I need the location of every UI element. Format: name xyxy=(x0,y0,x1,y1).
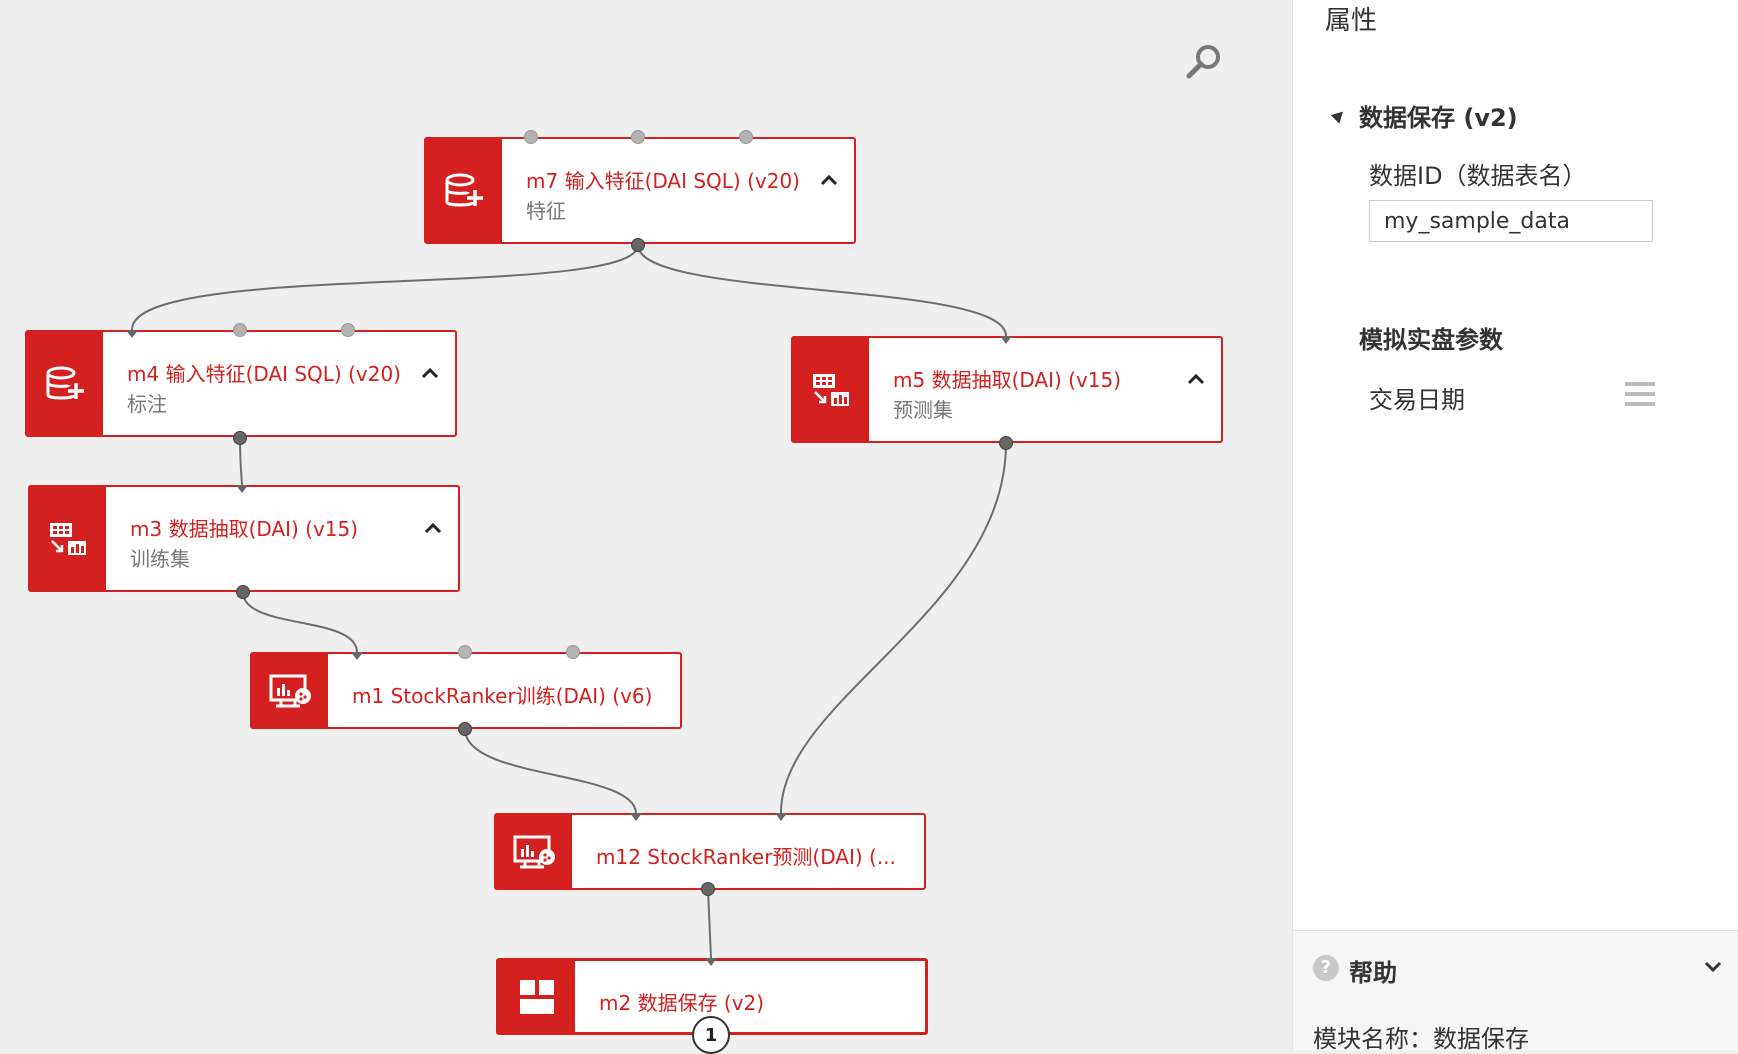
output-port[interactable] xyxy=(233,431,247,445)
edge-m4-m3 xyxy=(239,437,243,486)
edge-m5-m12 xyxy=(779,442,1007,814)
trade-date-label: 交易日期 xyxy=(1369,386,1465,414)
help-icon: ? xyxy=(1313,955,1339,981)
output-port[interactable] xyxy=(999,436,1013,450)
module-name: 模块名称：数据保存 xyxy=(1313,1025,1529,1053)
chevron-up-icon[interactable] xyxy=(422,517,444,539)
node-title: m1 StockRanker训练(DAI) (v6) xyxy=(352,684,653,708)
collapse-triangle-icon[interactable] xyxy=(1330,107,1348,124)
chevron-up-icon[interactable] xyxy=(419,362,441,384)
output-port[interactable] xyxy=(458,722,472,736)
node-title: m7 输入特征(DAI SQL) (v20) xyxy=(526,169,800,193)
workflow-canvas[interactable]: m7 输入特征(DAI SQL) (v20) 特征 m4 输入特征(DAI SQ… xyxy=(0,0,1292,1054)
input-port[interactable] xyxy=(566,645,580,659)
input-arrow xyxy=(351,652,363,660)
input-port[interactable] xyxy=(631,130,645,144)
output-port[interactable] xyxy=(701,882,715,896)
input-port[interactable] xyxy=(458,645,472,659)
node-title: m12 StockRanker预测(DAI) (... xyxy=(596,845,896,869)
chevron-down-icon[interactable] xyxy=(1703,957,1723,977)
edge-m7-m4 xyxy=(130,244,639,331)
input-arrow xyxy=(236,485,248,493)
node-title: m3 数据抽取(DAI) (v15) xyxy=(130,517,359,541)
node-subtitle: 标注 xyxy=(127,392,167,416)
node-title: m2 数据保存 (v2) xyxy=(599,991,765,1015)
node-m7[interactable]: m7 输入特征(DAI SQL) (v20) 特征 xyxy=(424,137,856,244)
input-arrow xyxy=(126,330,138,338)
node-m12[interactable]: m12 StockRanker预测(DAI) (... xyxy=(494,813,926,890)
node-m1[interactable]: m1 StockRanker训练(DAI) (v6) xyxy=(250,652,682,729)
help-title[interactable]: 帮助 xyxy=(1349,959,1397,987)
help-section: ? 帮助 模块名称：数据保存 xyxy=(1293,930,1738,1053)
node-title: m5 数据抽取(DAI) (v15) xyxy=(893,368,1122,392)
sim-params-header: 模拟实盘参数 xyxy=(1359,326,1503,354)
database-plus-icon xyxy=(426,139,502,242)
data-id-input[interactable] xyxy=(1369,200,1653,242)
edge-m12-m2 xyxy=(707,888,712,959)
node-title: m4 输入特征(DAI SQL) (v20) xyxy=(127,362,401,386)
node-m5[interactable]: m5 数据抽取(DAI) (v15) 预测集 xyxy=(791,336,1223,443)
data-extract-icon xyxy=(793,338,869,441)
input-arrow xyxy=(775,813,787,821)
model-predict-icon xyxy=(496,815,572,888)
output-port[interactable] xyxy=(236,585,250,599)
input-port[interactable] xyxy=(233,323,247,337)
node-subtitle: 特征 xyxy=(526,199,566,223)
data-id-label: 数据ID（数据表名） xyxy=(1369,162,1587,190)
database-plus-icon xyxy=(27,332,103,435)
input-port[interactable] xyxy=(524,130,538,144)
node-subtitle: 预测集 xyxy=(893,398,953,422)
edge-m7-m5 xyxy=(637,244,1007,337)
search-icon[interactable] xyxy=(1184,42,1224,82)
output-port[interactable] xyxy=(631,238,645,252)
section-title: 数据保存 (v2) xyxy=(1359,104,1518,132)
node-m4[interactable]: m4 输入特征(DAI SQL) (v20) 标注 xyxy=(25,330,457,437)
input-arrow xyxy=(1000,336,1012,344)
node-subtitle: 训练集 xyxy=(130,547,190,571)
edge-m3-m1 xyxy=(242,591,358,653)
node-badge: 1 xyxy=(692,1016,730,1054)
model-train-icon xyxy=(252,654,328,727)
chevron-up-icon[interactable] xyxy=(1185,368,1207,390)
input-arrow xyxy=(630,813,642,821)
grid-save-icon xyxy=(499,961,575,1032)
input-port[interactable] xyxy=(739,130,753,144)
input-arrow xyxy=(705,958,717,966)
input-port[interactable] xyxy=(341,323,355,337)
chevron-up-icon[interactable] xyxy=(818,169,840,191)
panel-title: 属性 xyxy=(1325,6,1378,36)
menu-icon[interactable] xyxy=(1625,382,1655,408)
properties-panel: 属性 数据保存 (v2) 数据ID（数据表名） 模拟实盘参数 交易日期 ? 帮助… xyxy=(1292,0,1738,1053)
node-m3[interactable]: m3 数据抽取(DAI) (v15) 训练集 xyxy=(28,485,460,592)
section-header[interactable]: 数据保存 (v2) xyxy=(1330,98,1518,133)
edge-m1-m12 xyxy=(464,728,637,814)
data-extract-icon xyxy=(30,487,106,590)
